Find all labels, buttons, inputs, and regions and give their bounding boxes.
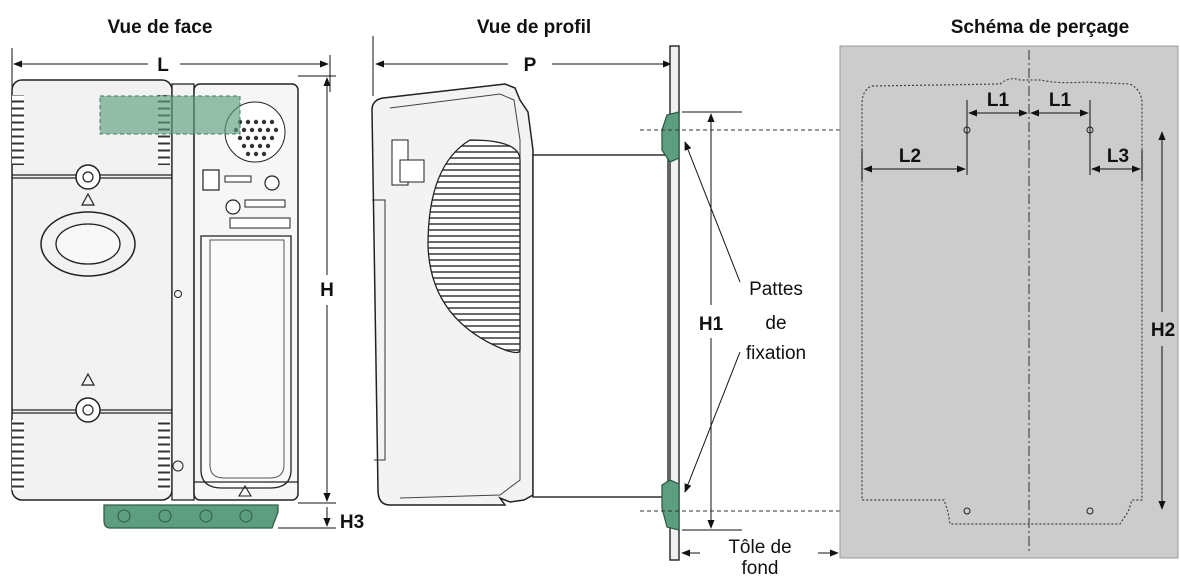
oval-logo-window [40,211,136,277]
drive-outline [861,78,1143,525]
front-view-title: Vue de face [108,17,213,38]
dimension-label-L2: L2 [899,146,921,167]
mount-hole [963,507,971,515]
bracket-label-line2: de [765,313,786,334]
warning-triangle-icon [80,372,96,386]
drilling-diagram: L1 L1 L2 L3 H2 [839,45,1179,559]
dimension-label-H1: H1 [699,314,724,335]
right-vent-bottom [158,420,170,490]
heatsink [532,154,669,498]
front-view: L [11,48,364,533]
dimension-label-L1-right: L1 [1049,90,1072,111]
warning-triangle-icon [80,192,96,206]
dimension-label-L3: L3 [1107,146,1129,167]
bottom-mounting-bracket [103,504,279,529]
left-vent-top [12,95,24,165]
connector-icon [202,169,220,191]
back-plate-label-line1: Tôle de [728,537,791,558]
side-view: P H1 Pattes de fixation Tôle de [371,36,839,578]
side-vent-grille [427,139,521,354]
mount-hole [1086,507,1094,515]
dimension-label-P: P [524,55,537,76]
bracket-label-line1: Pattes [749,279,803,300]
dimension-label-L: L [157,55,169,76]
side-bracket-top [661,111,680,163]
back-plate-label-line2: fond [742,558,779,578]
back-plate [669,45,680,561]
drilling-panel [839,45,1179,559]
left-vent-bottom [12,420,24,490]
cover-screw-icon [75,164,101,190]
keypad-panel [200,235,292,489]
top-mounting-bracket [99,95,241,135]
dimension-label-H3: H3 [340,512,364,533]
dimension-label-L1-left: L1 [987,90,1010,111]
side-view-title: Vue de profil [477,17,591,38]
drilling-diagram-title: Schéma de perçage [951,17,1129,38]
dimension-label-H: H [320,280,334,301]
cover-screw-icon [75,397,101,423]
bracket-label-line3: fixation [746,343,806,364]
warning-triangle-icon [238,484,252,497]
side-bracket-bottom [661,479,680,531]
drive-cover [11,79,173,501]
dimension-label-H2: H2 [1151,320,1175,341]
